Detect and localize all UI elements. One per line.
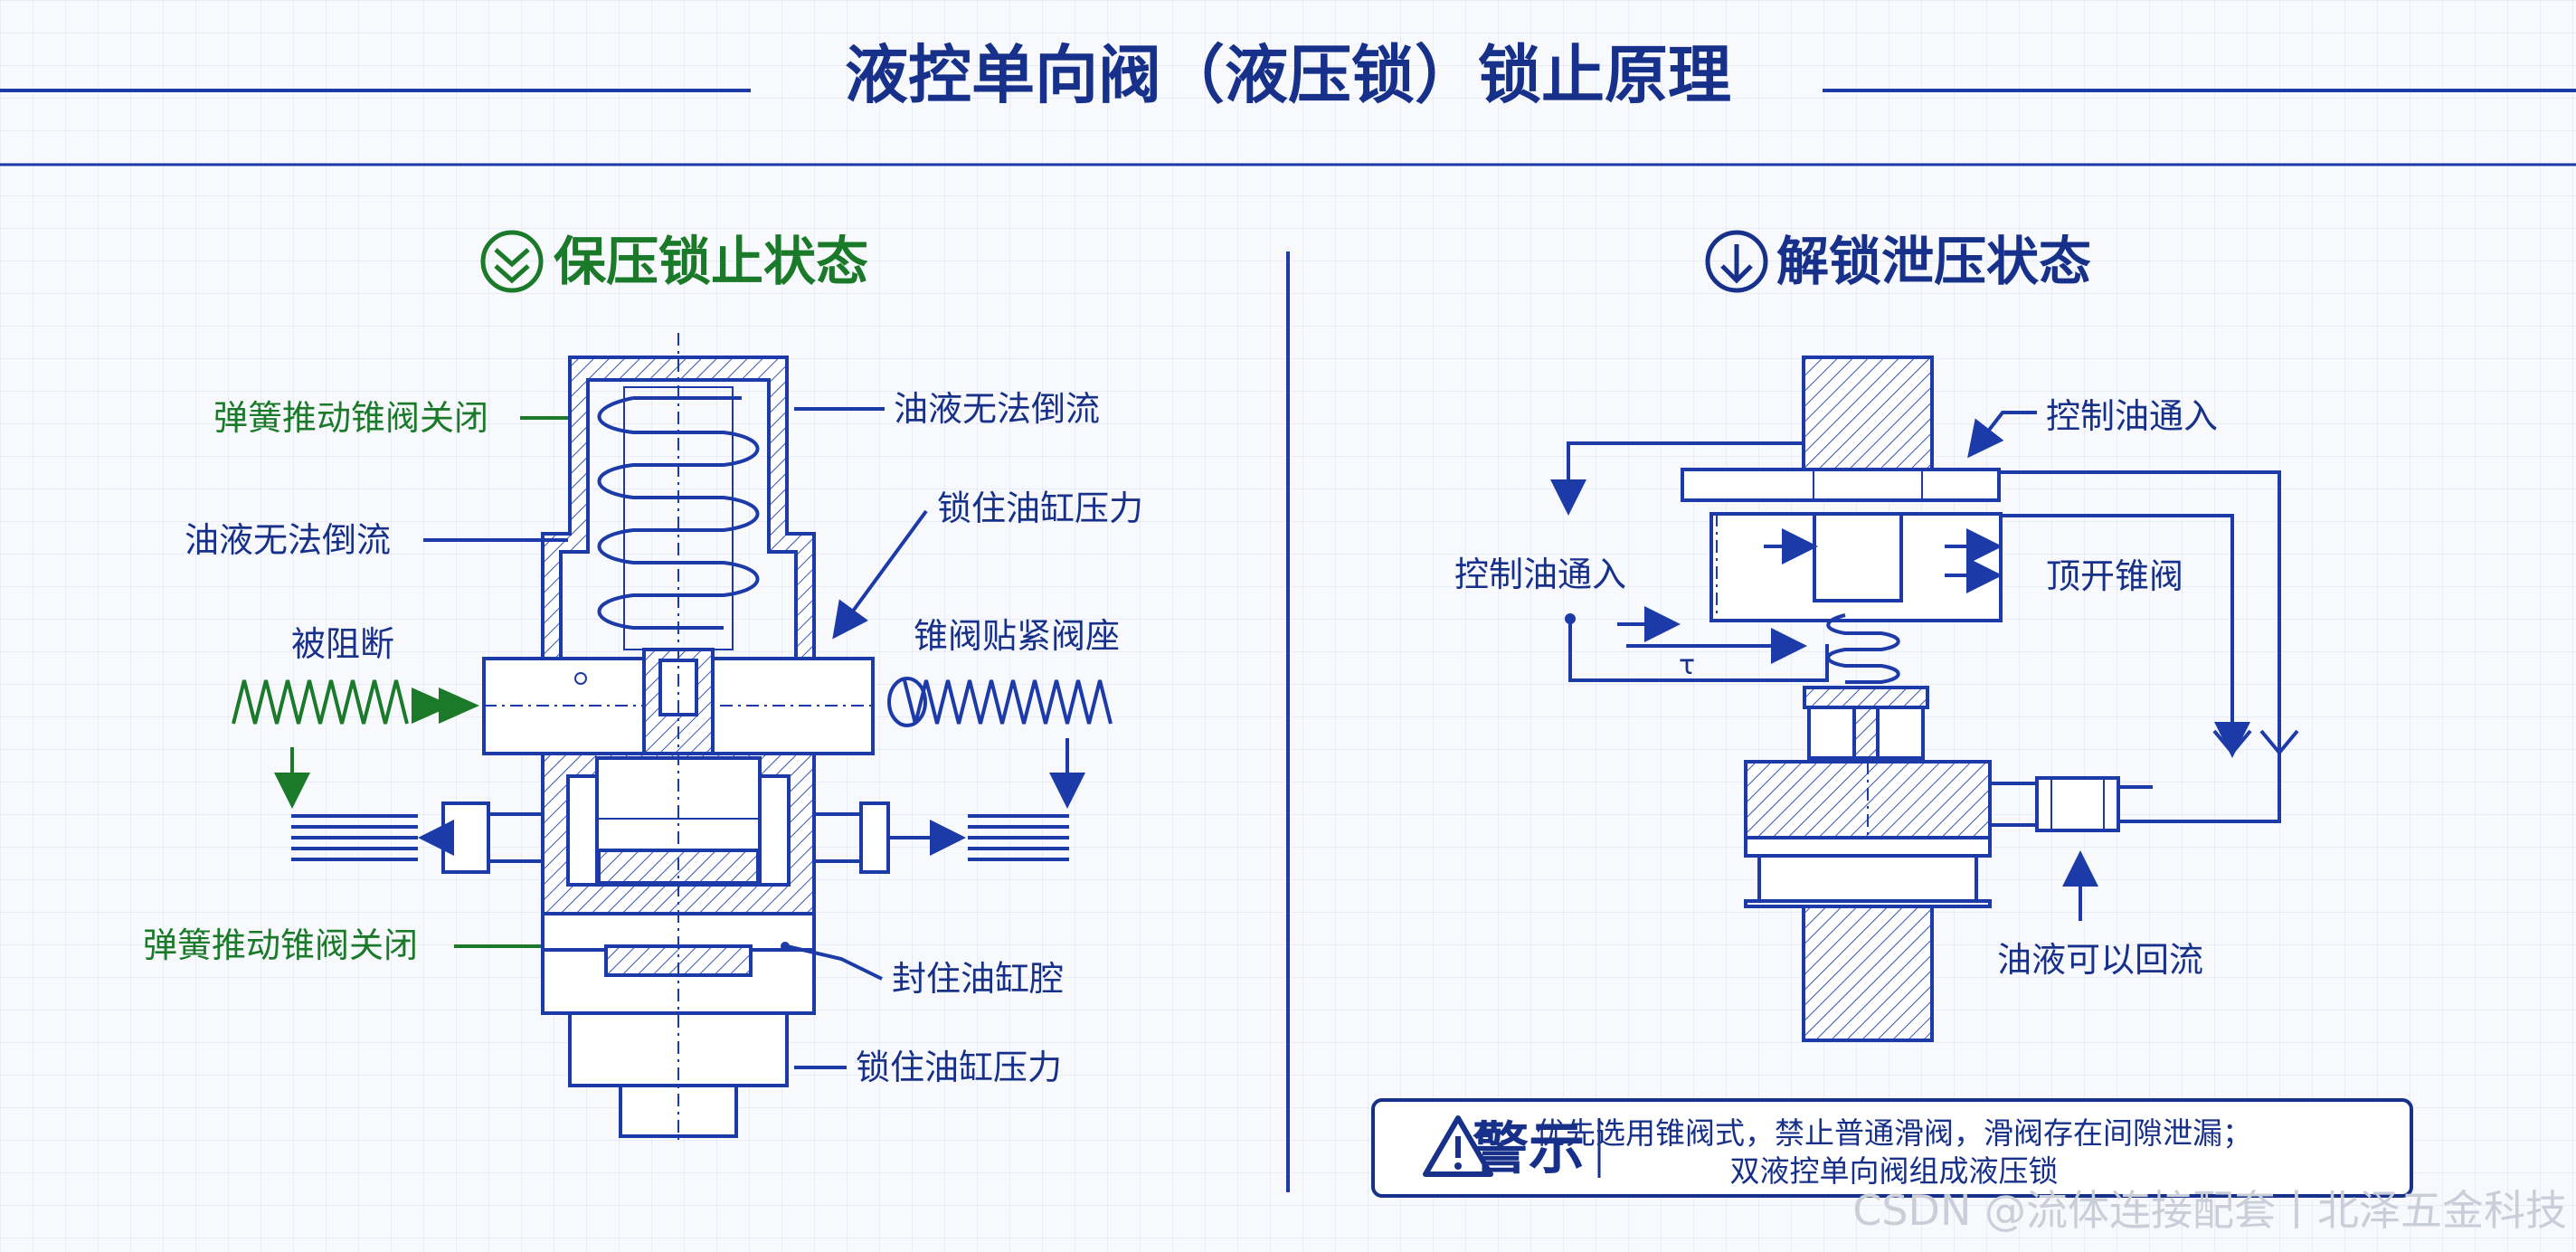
label-can-return: 油液可以回流 <box>1997 940 2203 980</box>
warning-line-1: 优先选用锥阀式，禁止普通滑阀，滑阀存在间隙泄漏； <box>1536 1115 2252 1151</box>
label-tau: τ <box>1679 650 1695 681</box>
unlock-state-section: 解锁泄压状态 <box>1454 230 2299 1042</box>
label-control-in-top: 控制油通入 <box>2046 396 2218 436</box>
label-lock-pressure-bottom: 锁住油缸压力 <box>856 1048 1062 1087</box>
lock-state-section: 保压锁止状态 <box>143 230 1143 1140</box>
label-push-open: 顶开锥阀 <box>2046 556 2183 596</box>
spring-unlock <box>1826 613 1900 684</box>
label-no-backflow-left: 油液无法倒流 <box>185 520 391 560</box>
check-circle-icon <box>480 230 544 293</box>
watermark: CSDN @流体连接配套丨北泽五金科技 <box>1852 1186 2567 1235</box>
label-lock-pressure-top: 锁住油缸压力 <box>937 488 1143 528</box>
lock-state-heading: 保压锁止状态 <box>554 231 868 292</box>
outlet-fitting <box>2035 776 2120 832</box>
unlock-valve-drawing <box>1550 356 2299 1042</box>
page-title: 液控单向阀（液压锁）锁止原理 <box>845 38 1731 112</box>
label-blocked: 被阻断 <box>291 624 394 664</box>
lock-valve-drawing <box>232 333 1113 1140</box>
warning-box: 警示 优先选用锥阀式，禁止普通滑阀，滑阀存在间隙泄漏； 双液控单向阀组成液压锁 <box>1371 1098 2413 1198</box>
warning-triangle-icon <box>1423 1115 1493 1177</box>
label-spring-close-bottom: 弹簧推动锥阀关闭 <box>143 925 418 965</box>
label-control-in-left: 控制油通入 <box>1454 555 1626 594</box>
warning-title: 警示 <box>1473 1115 1585 1181</box>
warning-line-2: 双液控单向阀组成液压锁 <box>1730 1153 2059 1189</box>
label-seal-chamber: 封住油缸腔 <box>892 959 1064 999</box>
label-spring-close-top: 弹簧推动锥阀关闭 <box>213 398 488 438</box>
header: 液控单向阀（液压锁）锁止原理 <box>0 38 2576 166</box>
piston <box>1813 512 1903 602</box>
label-no-backflow-right: 油液无法倒流 <box>894 389 1100 429</box>
spring-top <box>597 396 760 630</box>
label-cone-seat: 锥阀贴紧阀座 <box>914 616 1120 656</box>
down-arrow-circle-icon <box>1705 230 1768 293</box>
unlock-state-heading: 解锁泄压状态 <box>1776 231 2091 292</box>
